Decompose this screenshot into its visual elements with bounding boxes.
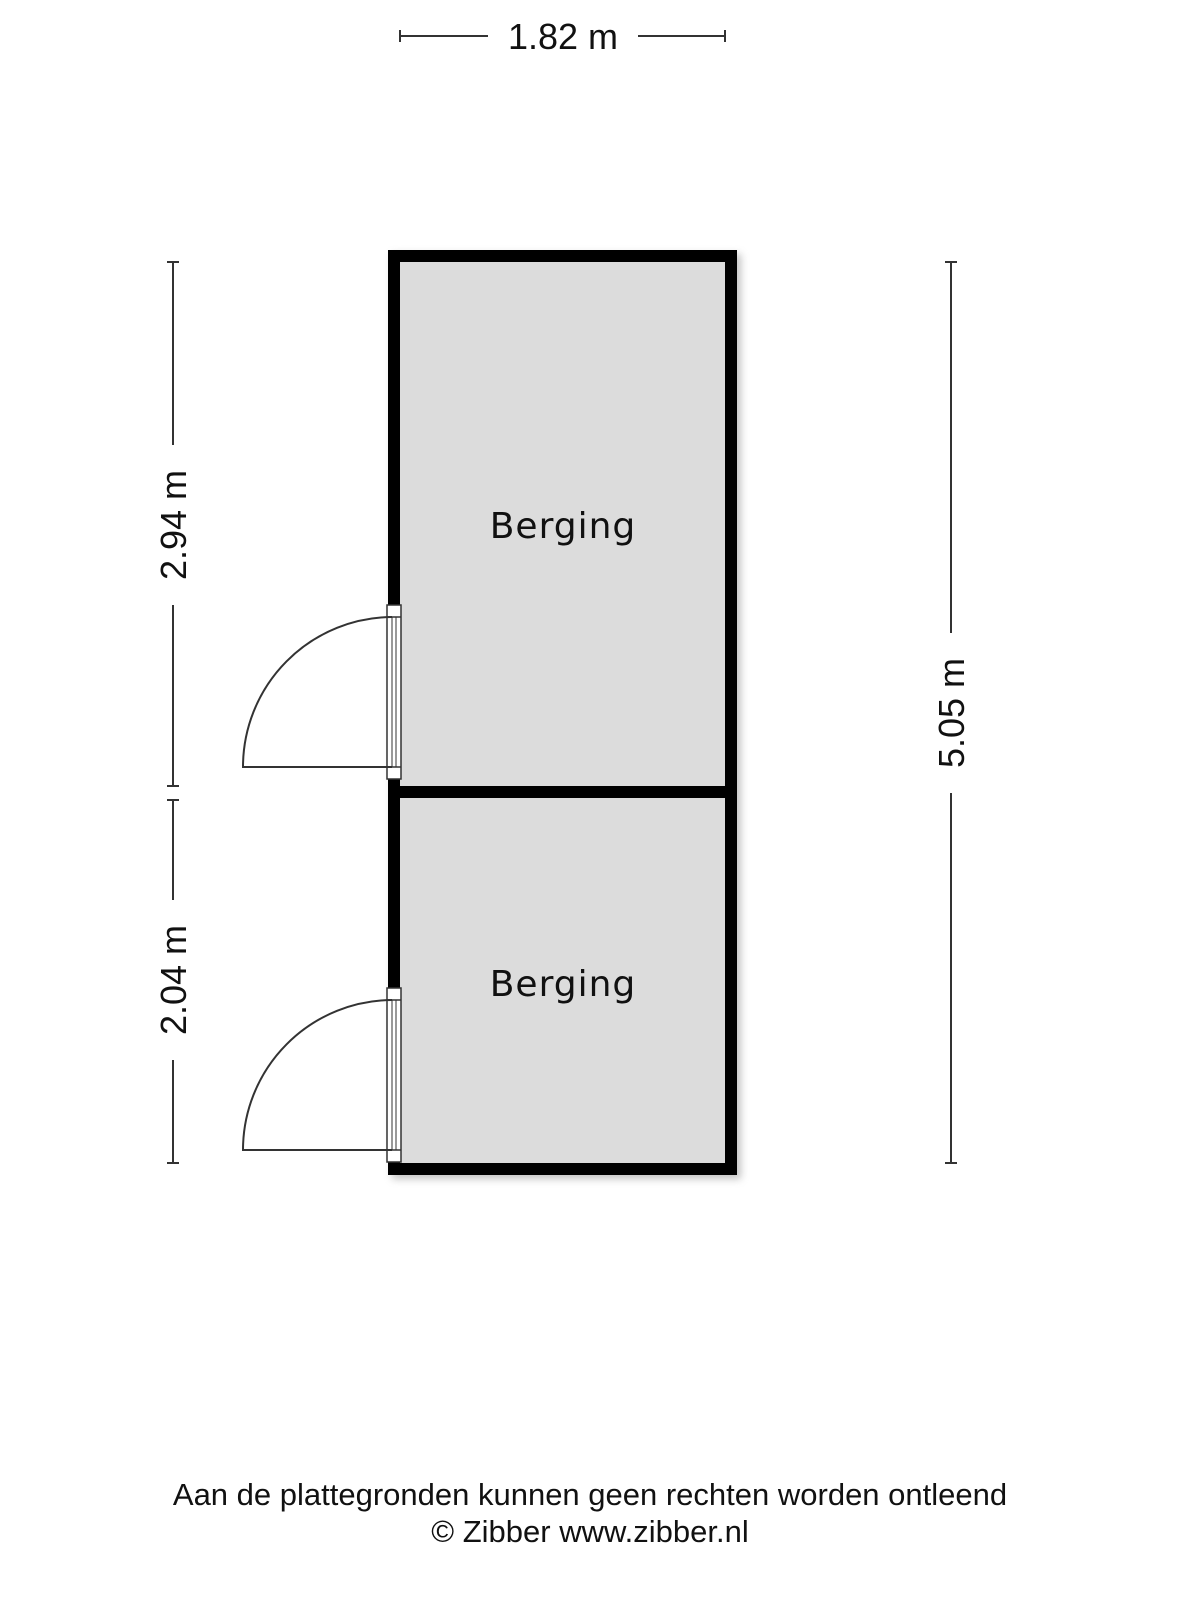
dimension-width-label: 1.82 m: [508, 16, 618, 57]
room-lower: [400, 798, 725, 1163]
dimension-lower-height-label: 2.04 m: [153, 925, 194, 1035]
dimension-upper-height-label: 2.94 m: [153, 470, 194, 580]
room-label-upper: Berging: [490, 506, 637, 547]
room-label-lower: Berging: [490, 964, 637, 1005]
dimension-lower-height: [167, 799, 179, 1164]
disclaimer-text: Aan de plattegronden kunnen geen rechten…: [172, 1477, 1008, 1512]
dimension-total-height-label: 5.05 m: [931, 658, 972, 768]
dimension-total-height: [945, 261, 957, 1164]
door-upper: [241, 604, 402, 780]
room-upper: [400, 262, 725, 786]
door-lower: [241, 987, 402, 1163]
copyright-text: © Zibber www.zibber.nl: [431, 1514, 749, 1549]
dimension-width: [399, 30, 726, 42]
dimension-upper-height: [167, 261, 179, 787]
